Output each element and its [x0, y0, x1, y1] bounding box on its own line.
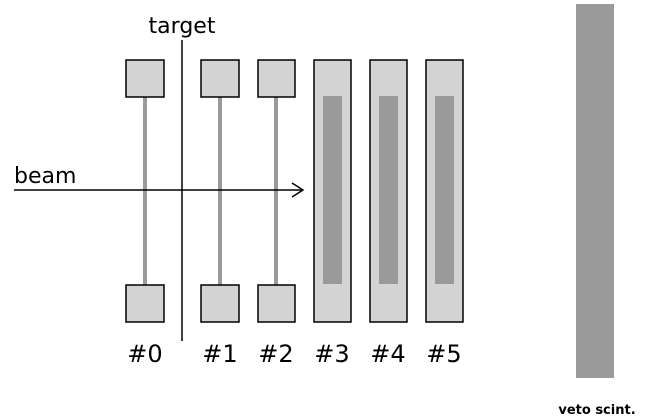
detector-0-top-box — [125, 59, 165, 98]
detector-1-label: #1 — [202, 340, 237, 368]
detector-2-bottom-box — [257, 284, 296, 323]
detector-4: #4 — [369, 59, 408, 368]
detector-2-top-box — [257, 59, 296, 98]
detector-1: #1 — [200, 59, 240, 368]
detector-2-label: #2 — [258, 340, 293, 368]
detector-4-strip — [379, 96, 398, 284]
detector-0-bottom-box — [125, 284, 165, 323]
detector-0-label: #0 — [127, 340, 162, 368]
detector-5-label: #5 — [426, 340, 461, 368]
beam-arrow — [14, 182, 305, 198]
detector-4-label: #4 — [370, 340, 405, 368]
veto-label: veto scint. — [558, 403, 635, 418]
veto-scintillator — [576, 4, 614, 378]
beam-arrowhead-icon — [291, 182, 305, 198]
detector-2: #2 — [257, 59, 296, 368]
target-label: target — [149, 14, 216, 39]
detector-3: #3 — [313, 59, 352, 368]
detector-5: #5 — [425, 59, 464, 368]
detector-0: #0 — [125, 59, 165, 368]
detector-3-label: #3 — [314, 340, 349, 368]
detector-1-bottom-box — [200, 284, 240, 323]
detector-3-strip — [323, 96, 342, 284]
beam-label: beam — [14, 164, 76, 189]
detector-5-strip — [435, 96, 454, 284]
detector-1-top-box — [200, 59, 240, 98]
